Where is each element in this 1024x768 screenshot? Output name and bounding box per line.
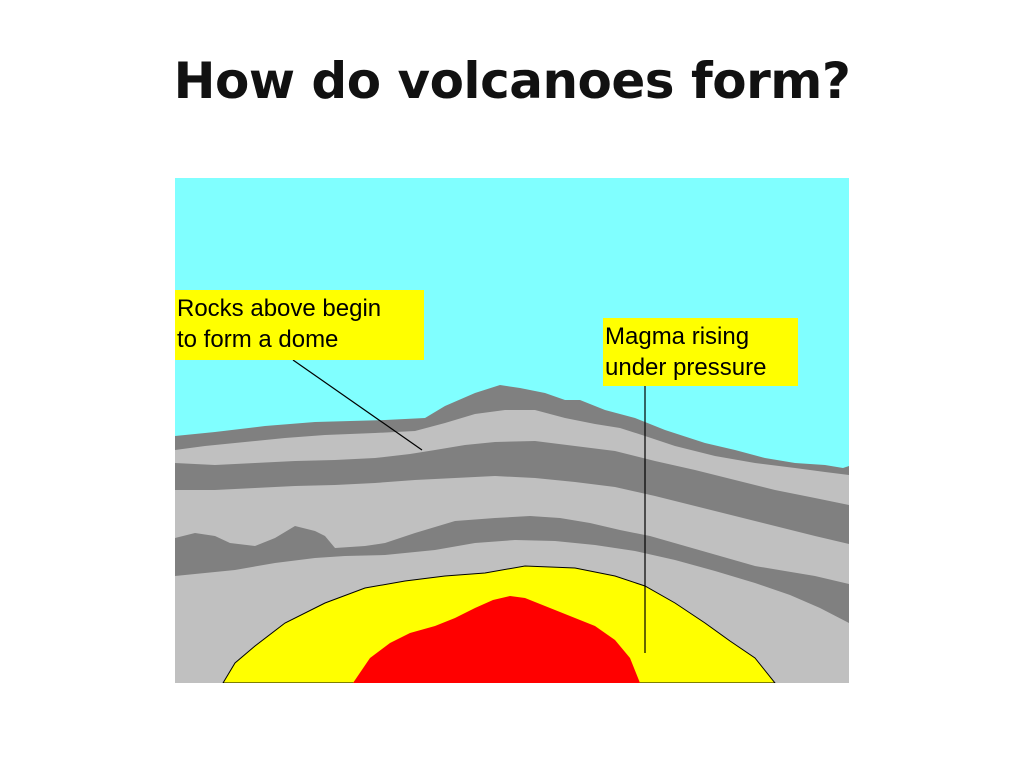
dome-pointer-line xyxy=(292,359,423,451)
magma-core xyxy=(353,596,640,683)
callout-magma-rising: Magma rising under pressure xyxy=(603,318,798,386)
slide-title: How do volcanoes form? xyxy=(173,52,851,110)
cross-section-illustration xyxy=(175,178,849,683)
callout-rocks-dome: Rocks above begin to form a dome xyxy=(175,290,424,360)
volcano-formation-diagram: Rocks above begin to form a dome Magma r… xyxy=(175,178,849,683)
